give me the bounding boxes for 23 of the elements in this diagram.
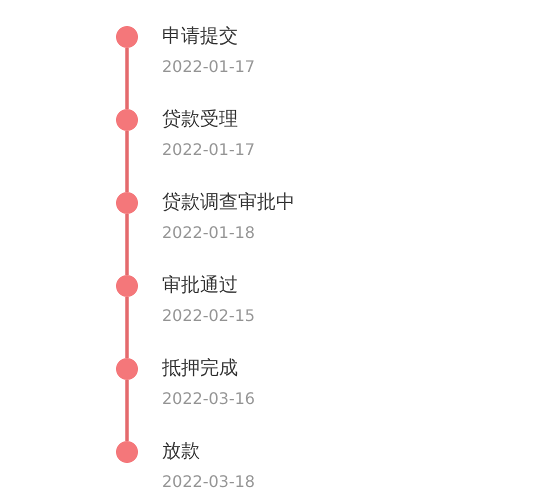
timeline-line [125, 48, 129, 109]
timeline-dot-icon [116, 275, 138, 297]
timeline-line [125, 380, 129, 441]
step-date: 2022-02-15 [162, 306, 255, 326]
step-title: 贷款受理 [162, 108, 238, 130]
step-date: 2022-01-17 [162, 140, 255, 160]
step-title: 贷款调查审批中 [162, 191, 295, 213]
timeline-dot-icon [116, 192, 138, 214]
step-date: 2022-01-18 [162, 223, 255, 243]
timeline-dot-icon [116, 441, 138, 463]
step-date: 2022-03-16 [162, 389, 255, 409]
step-title: 申请提交 [162, 25, 238, 47]
timeline-line [125, 131, 129, 192]
step-date: 2022-01-17 [162, 57, 255, 77]
step-title: 抵押完成 [162, 357, 238, 379]
timeline-dot-icon [116, 358, 138, 380]
timeline-line [125, 214, 129, 275]
step-date: 2022-03-18 [162, 472, 255, 492]
timeline-dot-icon [116, 109, 138, 131]
timeline-line [125, 297, 129, 358]
step-title: 审批通过 [162, 274, 238, 296]
timeline-dot-icon [116, 26, 138, 48]
step-title: 放款 [162, 440, 200, 462]
